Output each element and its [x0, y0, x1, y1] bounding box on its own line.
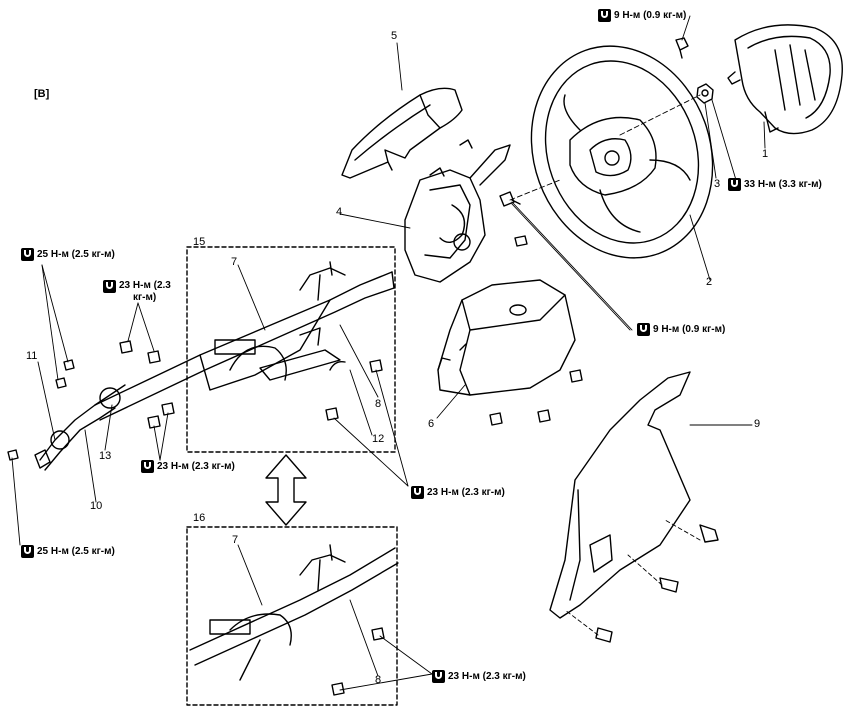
double-arrow — [265, 454, 307, 526]
callout-4: 4 — [336, 206, 343, 218]
callout-1: 1 — [762, 148, 769, 160]
callout-5: 5 — [391, 30, 398, 42]
box-16 — [186, 526, 398, 706]
torque-spec-column-lower: 23 Н-м (2.3 кг-м) — [432, 670, 526, 683]
universal-joint — [34, 384, 126, 471]
steering-wheel — [530, 45, 714, 259]
torque-spec-bracket-lower: 23 Н-м (2.3 кг-м) — [141, 460, 235, 473]
steering-column-lower — [189, 544, 399, 681]
callout-7-upper: 7 — [231, 256, 238, 268]
callout-15: 15 — [193, 236, 206, 248]
torque-icon — [432, 670, 445, 683]
torque-spec-mid: 9 Н-м (0.9 кг-м) — [637, 323, 725, 336]
airbag-module — [727, 24, 843, 135]
torque-icon — [21, 248, 34, 261]
torque-icon — [728, 178, 741, 191]
callout-8-upper: 8 — [375, 398, 382, 410]
torque-icon — [411, 486, 424, 499]
torque-spec-bracket: 23 Н-м (2.3 кг-м) — [103, 280, 171, 304]
callout-6: 6 — [428, 418, 435, 430]
callout-3: 3 — [714, 178, 721, 190]
callout-8-lower: 8 — [375, 674, 382, 686]
callout-11: 11 — [26, 350, 38, 362]
torque-spec-joint-bottom: 25 Н-м (2.5 кг-м) — [21, 545, 115, 558]
box-15 — [186, 246, 396, 453]
view-label: [B] — [34, 88, 50, 100]
wheel-nut — [696, 83, 714, 104]
torque-icon — [598, 9, 611, 22]
callout-12: 12 — [372, 433, 385, 445]
callout-10: 10 — [90, 500, 103, 512]
torque-spec-joint-top: 25 Н-м (2.5 кг-м) — [21, 248, 115, 261]
torque-icon — [21, 545, 34, 558]
torque-icon — [103, 280, 116, 293]
torque-icon — [141, 460, 154, 473]
callout-7-lower: 7 — [232, 534, 239, 546]
column-hole-cover — [549, 371, 719, 643]
cover-screws — [489, 369, 583, 426]
callout-9: 9 — [754, 418, 761, 430]
torque-spec-top: 9 Н-м (0.9 кг-м) — [598, 9, 686, 22]
torque-icon — [637, 323, 650, 336]
combination-switch — [404, 139, 528, 283]
bolt-top — [675, 37, 689, 59]
steering-column-upper — [94, 261, 395, 421]
leader-lines — [11, 15, 766, 691]
callout-16: 16 — [193, 512, 206, 524]
upper-column-cover — [341, 87, 463, 179]
callout-2: 2 — [706, 276, 713, 288]
callout-13: 13 — [99, 450, 112, 462]
torque-spec-column: 23 Н-м (2.3 кг-м) — [411, 486, 505, 499]
bolt-mid — [499, 191, 521, 207]
joint-bolts — [7, 340, 385, 696]
lower-column-cover — [437, 279, 576, 396]
torque-spec-nut: 33 Н-м (3.3 кг-м) — [728, 178, 822, 191]
